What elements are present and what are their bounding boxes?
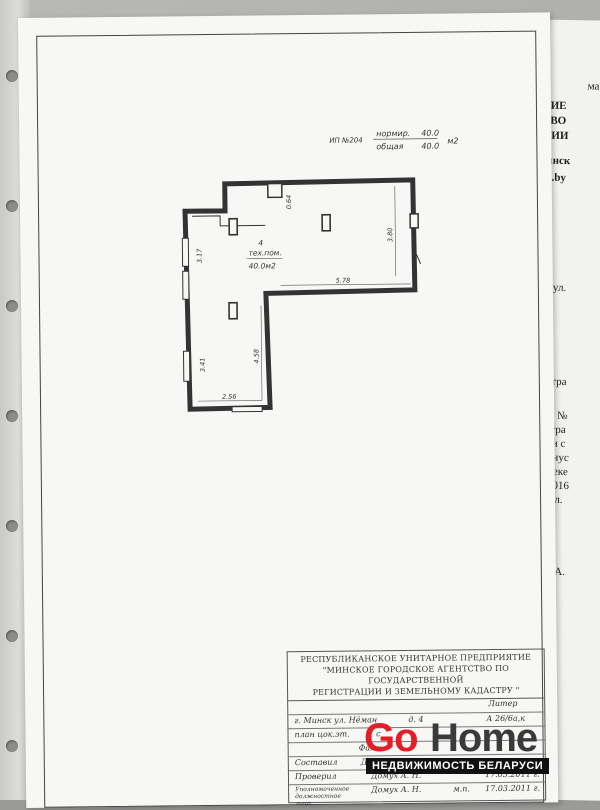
- punch-hole: [6, 520, 18, 532]
- window: [183, 271, 189, 299]
- total-value: 40.0: [421, 142, 439, 151]
- fraction-line: [373, 139, 437, 140]
- punch-hole: [6, 300, 18, 312]
- door-frame: [410, 214, 418, 228]
- litera-label: Литер: [488, 699, 517, 708]
- logo-home-text: Home: [430, 716, 537, 761]
- floor-plan-drawing: ИП №204 нормир. 40.0 общая 40.0 м2 0.64 …: [18, 12, 557, 658]
- punch-hole: [6, 200, 18, 212]
- column: [229, 303, 237, 319]
- gohome-watermark-logo: Go Home НЕДВИЖИМОСТЬ БЕЛАРУСИ: [360, 716, 560, 776]
- entrance-door: [232, 406, 262, 411]
- seal-mark: м.п.: [453, 784, 470, 793]
- norm-label: нормир.: [376, 129, 410, 138]
- authorized-date: 17.03.2011 г.: [485, 784, 540, 794]
- norm-value: 40.0: [421, 129, 439, 138]
- stamp-row: Литер: [288, 698, 544, 713]
- window: [182, 238, 188, 266]
- room-name: тех.пом.: [248, 248, 281, 257]
- total-label: общая: [376, 142, 403, 151]
- dim-label: 3.17: [195, 248, 203, 263]
- dim-label: 3.41: [199, 358, 207, 373]
- dim-label: 3.80: [386, 228, 394, 243]
- room-area: 40.0м2: [249, 261, 276, 270]
- column: [322, 215, 330, 231]
- checked-label: Проверил: [295, 772, 337, 781]
- logo-subtitle: НЕДВИЖИМОСТЬ БЕЛАРУСИ: [366, 758, 549, 774]
- dim-label: 2.56: [222, 393, 237, 401]
- punch-hole: [6, 70, 18, 82]
- punch-hole: [6, 740, 18, 752]
- org-line: "МИНСКОЕ ГОРОДСКОЕ АГЕНТСТВО ПО ГОСУДАРС…: [292, 663, 540, 688]
- dim-label: 4.58: [252, 349, 260, 364]
- window: [183, 351, 189, 381]
- room-number: 4: [258, 238, 263, 247]
- dim-label: 0.64: [285, 195, 293, 210]
- authorized-name: Домух А. Н.: [371, 785, 421, 795]
- dim-label: 5.78: [336, 277, 351, 285]
- plan-header-code: ИП №204: [329, 136, 362, 144]
- wall-niche: [268, 184, 282, 197]
- room-walls: [185, 180, 416, 409]
- column: [229, 219, 237, 235]
- area-unit: м2: [447, 136, 458, 145]
- plan-label: план цок.эт.: [294, 730, 349, 740]
- punch-hole: [6, 410, 18, 422]
- org-line: РЕГИСТРАЦИИ И ЗЕМЕЛЬНОМУ КАДАСТРУ ": [292, 685, 540, 699]
- organization-header: РЕСПУБЛИКАНСКОЕ УНИТАРНОЕ ПРЕДПРИЯТИЕ "М…: [288, 650, 544, 702]
- dimension-line: [395, 186, 396, 276]
- under-text: ма Т: [588, 80, 600, 92]
- punch-hole: [6, 630, 18, 642]
- stamp-row: Уполномоченное должностное лицо Домух А.…: [289, 782, 545, 802]
- composed-label: Составил: [295, 758, 338, 767]
- authorized-label: Уполномоченное должностное лицо: [295, 786, 355, 808]
- logo-go-text: Go: [364, 716, 418, 761]
- dimension-line: [261, 305, 262, 400]
- floor-plan-sheet: ИП №204 нормир. 40.0 общая 40.0 м2 0.64 …: [18, 12, 558, 808]
